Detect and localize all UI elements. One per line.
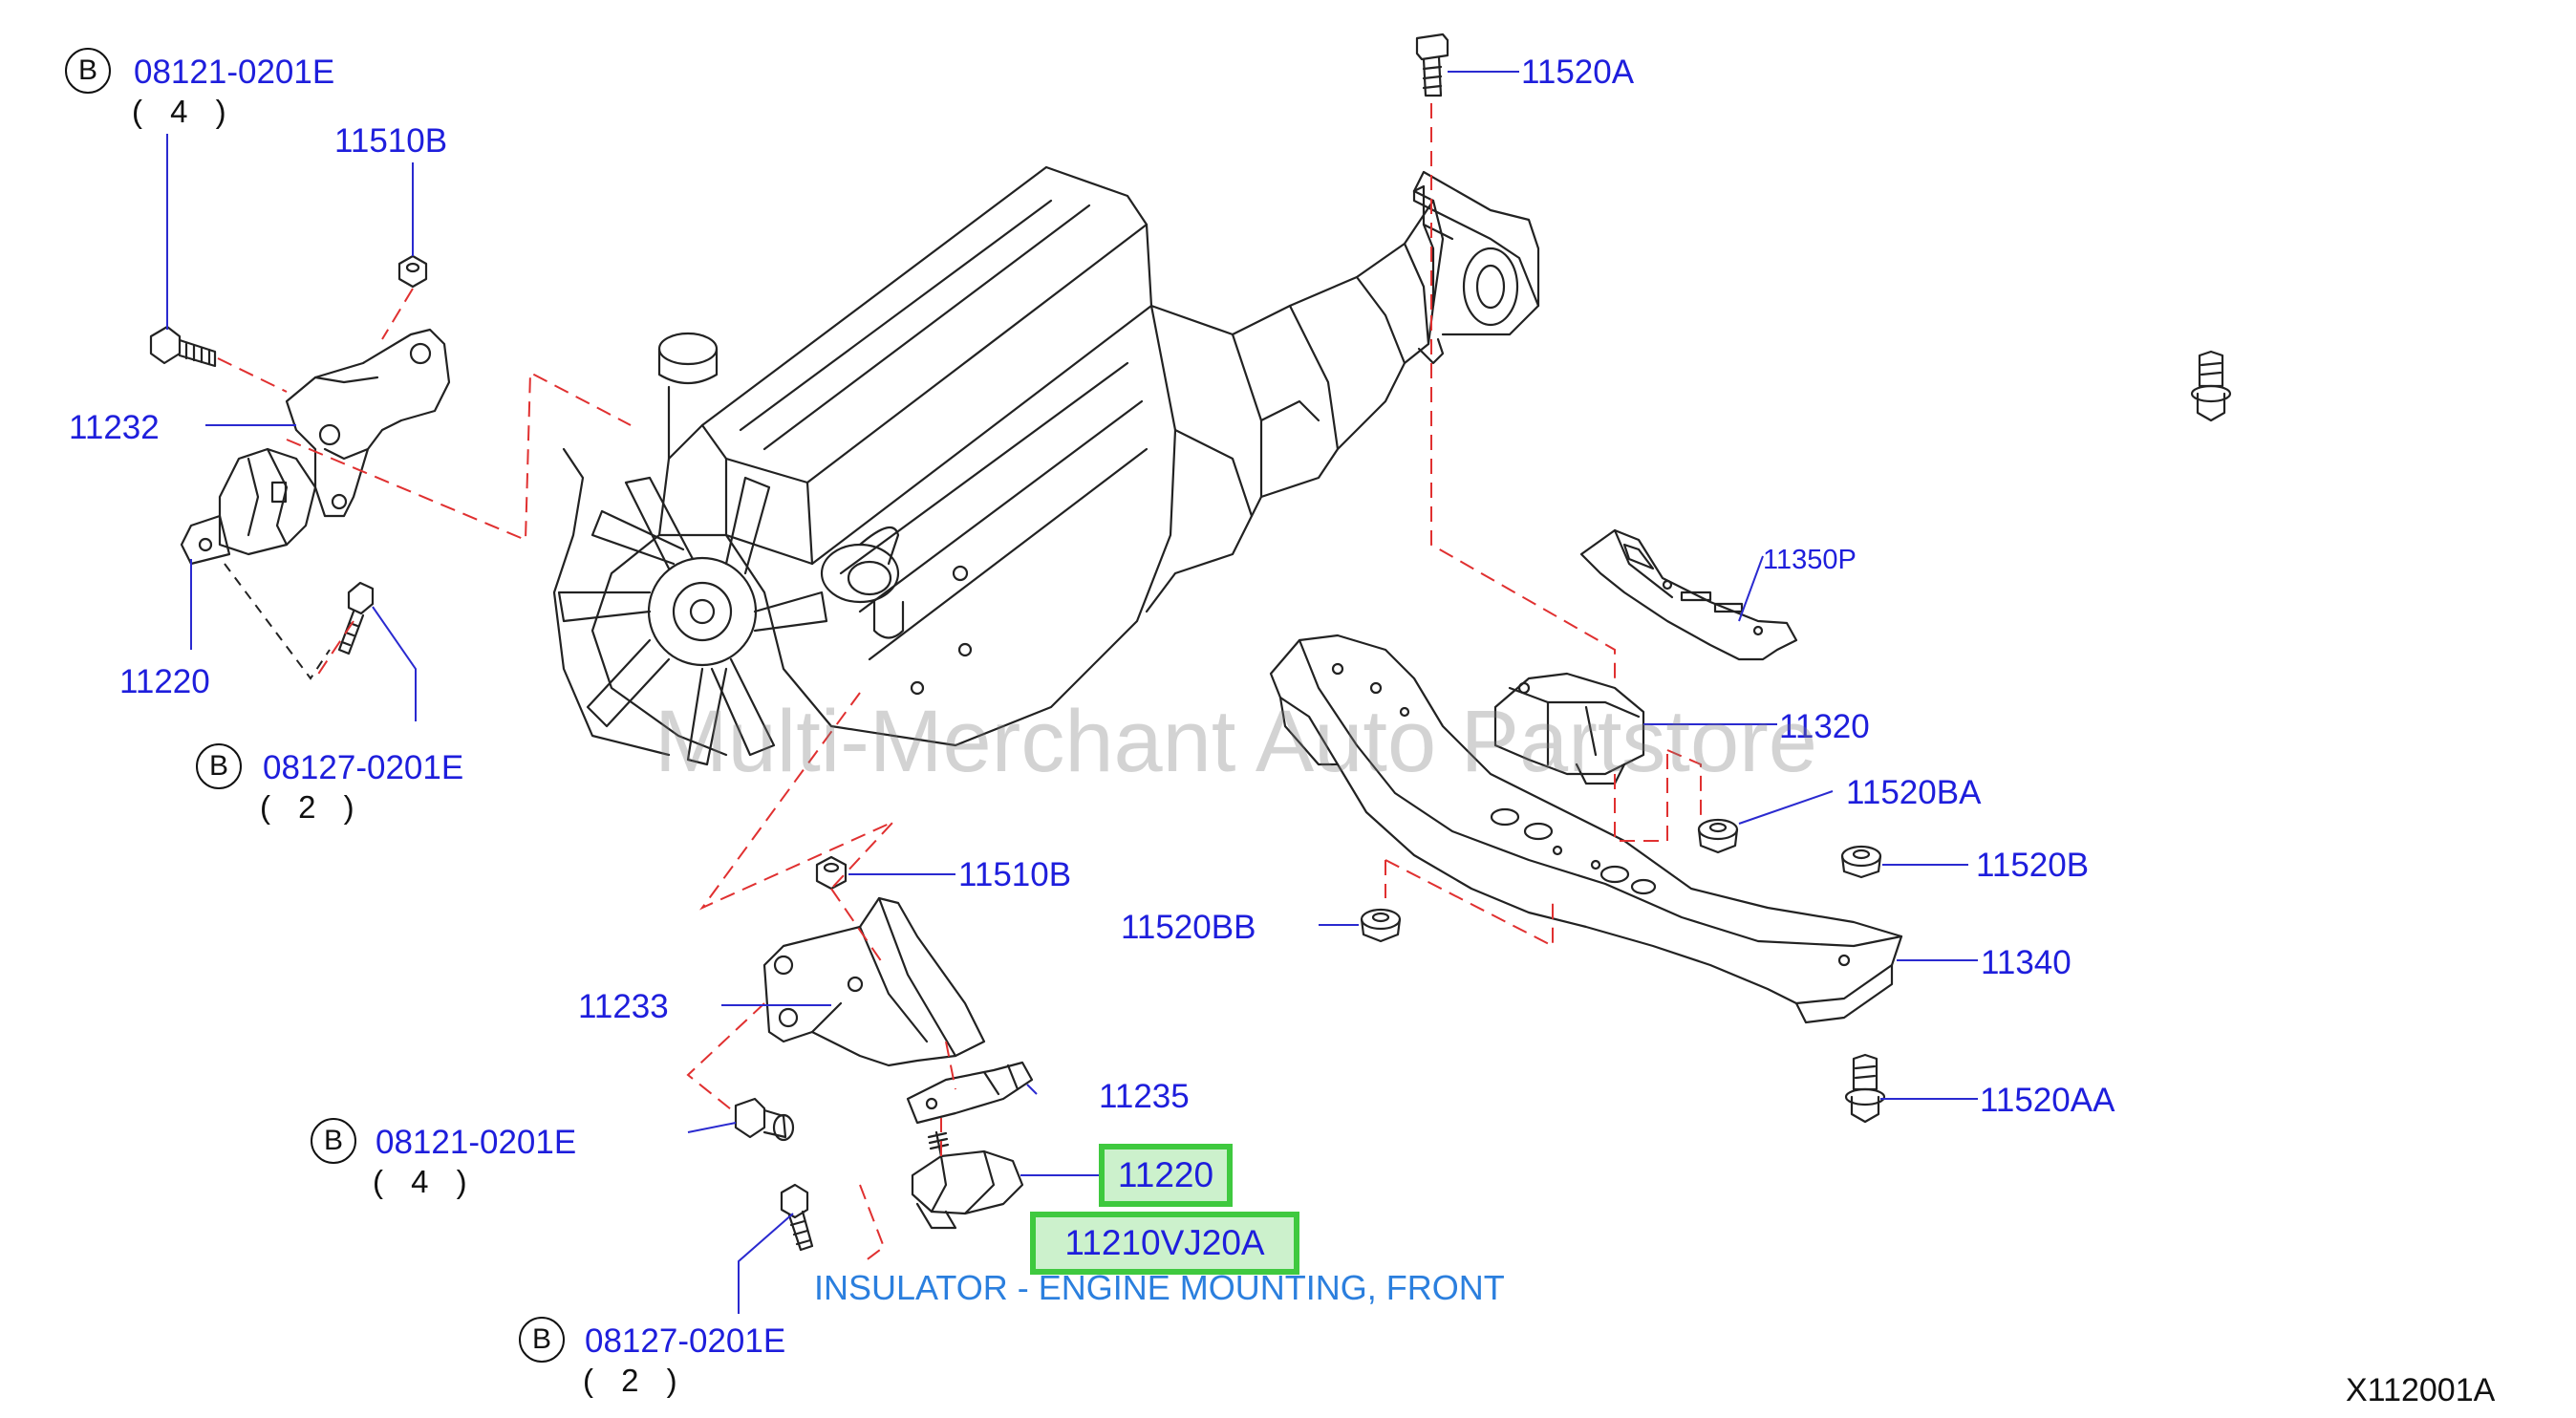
bolt-icon — [780, 1183, 814, 1252]
callout-nut-11520b[interactable]: 11520B — [1976, 847, 2090, 884]
b-marker-icon: B — [65, 48, 111, 94]
rear-mount-assembly — [1269, 32, 2232, 1124]
bolt-icon — [1415, 32, 1449, 97]
bolt-icon — [1844, 1053, 1886, 1124]
callout-bolt-08121-top[interactable]: 08121-0201E — [134, 54, 335, 91]
callout-nut-11520bb[interactable]: 11520BB — [1121, 909, 1256, 946]
engine-assembly — [552, 165, 1540, 766]
callout-heat-shield-11350p[interactable]: 11350P — [1763, 545, 1857, 575]
callout-qty-mid: ( 2 ) — [260, 789, 364, 825]
callout-bolt-11520a[interactable]: 11520A — [1521, 54, 1635, 91]
b-marker-icon: B — [196, 743, 242, 789]
callout-crossmember-11340[interactable]: 11340 — [1981, 944, 2072, 981]
b-marker-icon: B — [311, 1118, 356, 1164]
callout-bolt-08127-mid[interactable]: 08127-0201E — [263, 749, 464, 786]
nut-icon — [1360, 908, 1402, 943]
callout-insulator-11220-left[interactable]: 11220 — [119, 663, 210, 700]
b-marker-icon: B — [519, 1317, 565, 1363]
left-mount-assembly — [149, 254, 451, 655]
callout-rear-insulator-11320[interactable]: 11320 — [1779, 708, 1870, 745]
assembly-guide-lines — [217, 103, 1702, 1262]
watermark: Multi-Merchant Auto Partstore — [655, 693, 1817, 790]
bolt-icon — [2190, 350, 2232, 422]
fan-icon — [557, 476, 828, 766]
callout-qty-top: ( 4 ) — [132, 94, 236, 129]
nut-icon — [815, 855, 848, 891]
callout-bracket-11232[interactable]: 11232 — [69, 409, 160, 446]
bolt-guide-lines — [224, 563, 331, 680]
nut-icon — [1840, 845, 1882, 879]
callout-bolt-08121-lower[interactable]: 08121-0201E — [376, 1124, 577, 1161]
callout-leaders — [166, 71, 1978, 1314]
callout-nut-11520ba[interactable]: 11520BA — [1846, 774, 1982, 811]
callout-nut-11510b-top[interactable]: 11510B — [334, 122, 448, 160]
callout-bolt-11520aa[interactable]: 11520AA — [1980, 1082, 2115, 1119]
bolt-icon — [734, 1097, 795, 1142]
callout-qty-bottom: ( 2 ) — [583, 1363, 687, 1398]
callout-plate-11235[interactable]: 11235 — [1099, 1078, 1190, 1115]
part-description: INSULATOR - ENGINE MOUNTING, FRONT — [814, 1268, 1505, 1307]
callout-bolt-08127-bottom[interactable]: 08127-0201E — [585, 1322, 786, 1360]
highlight-part-number[interactable]: 11210VJ20A — [1030, 1212, 1299, 1275]
nut-icon — [1697, 818, 1739, 854]
diagram-code: X112001A — [2346, 1372, 2496, 1408]
bolt-icon — [149, 325, 217, 368]
callout-nut-11510b-mid[interactable]: 11510B — [958, 856, 1072, 893]
nut-icon — [397, 254, 428, 289]
highlight-insulator-11220[interactable]: 11220 — [1099, 1144, 1233, 1207]
bolt-icon — [337, 581, 375, 655]
callout-qty-lower: ( 4 ) — [373, 1164, 477, 1199]
front-mount-assembly — [734, 855, 1034, 1252]
callout-bracket-11233[interactable]: 11233 — [578, 988, 669, 1025]
